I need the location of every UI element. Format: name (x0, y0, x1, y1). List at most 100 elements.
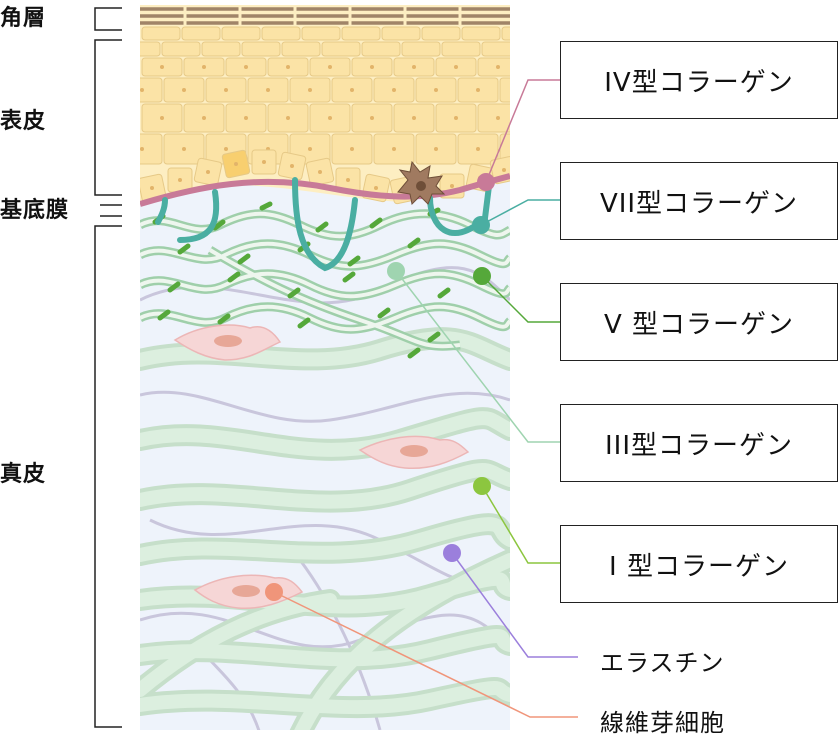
epidermis-label: 表皮 (0, 109, 47, 134)
collagen-v-marker (473, 267, 491, 285)
collagen-vii-callout: VII型コラーゲン (560, 162, 838, 240)
cell-nucleus (150, 186, 154, 190)
epidermal-cells (140, 26, 522, 205)
epidermal-cell (341, 26, 381, 41)
collagen-i-callout: I 型コラーゲン (560, 525, 838, 603)
cell-nucleus (140, 147, 144, 151)
stratum-corneum (140, 7, 510, 25)
epidermal-cell (401, 41, 441, 57)
basement-membrane-bracket (100, 204, 122, 217)
collagen-i-marker (473, 477, 491, 495)
epidermal-cell (140, 77, 163, 103)
epidermal-cell (140, 133, 163, 165)
fibroblast-label: 線維芽細胞 (600, 709, 725, 737)
epidermal-cell (381, 26, 421, 41)
fibroblast-marker (265, 583, 283, 601)
collagen-v-callout: V 型コラーゲン (560, 283, 838, 361)
cell-nucleus (202, 116, 206, 120)
collagen-iii-leader (395, 270, 560, 443)
cell-nucleus (454, 116, 458, 120)
cell-nucleus (224, 147, 228, 151)
cell-nucleus (374, 186, 378, 190)
stratum-corneum-label: 角層 (0, 6, 47, 31)
cell-nucleus (392, 88, 396, 92)
epidermal-cell (441, 41, 481, 57)
epidermal-cell (461, 26, 501, 41)
cell-nucleus (518, 88, 522, 92)
epidermal-cell (241, 41, 281, 57)
cell-nucleus (412, 116, 416, 120)
elastin-label: エラスチン (600, 649, 725, 677)
cell-nucleus (160, 116, 164, 120)
epidermis-bracket (94, 39, 122, 196)
cell-nucleus (266, 88, 270, 92)
cell-nucleus (308, 147, 312, 151)
collagen-iv-callout: IV型コラーゲン (560, 41, 838, 119)
epidermal-cell (301, 26, 341, 41)
stratum-corneum-gaps (183, 6, 462, 26)
cell-nucleus (234, 162, 238, 166)
epidermal-cell (477, 57, 510, 77)
cell-nucleus (286, 65, 290, 69)
marker-dots (265, 173, 495, 601)
epidermal-cell (281, 41, 321, 57)
cell-nucleus (182, 88, 186, 92)
cell-nucleus (454, 65, 458, 69)
epidermal-cell (201, 41, 241, 57)
cell-nucleus (350, 147, 354, 151)
cell-nucleus (412, 65, 416, 69)
fibroblast-cells (173, 324, 470, 610)
cell-nucleus (496, 116, 500, 120)
collagen-vii-leader (480, 199, 560, 226)
dermis-bracket (94, 225, 122, 728)
cell-nucleus (350, 88, 354, 92)
leader-lines (273, 79, 578, 718)
cell-nucleus (308, 88, 312, 92)
epidermal-cell (261, 26, 301, 41)
cell-nucleus (502, 168, 506, 172)
collagen-iv-marker (477, 173, 495, 191)
collagen-iii-callout: III型コラーゲン (560, 404, 838, 482)
elastin-leader (451, 552, 578, 658)
basement-membrane-label: 基底膜 (0, 198, 70, 223)
cell-nucleus (328, 65, 332, 69)
collagen-v-leader (481, 275, 560, 323)
cell-nucleus (178, 178, 182, 182)
epidermal-cell (140, 41, 161, 57)
cell-nucleus (286, 116, 290, 120)
cell-nucleus (224, 88, 228, 92)
melanocyte-cell (397, 160, 446, 206)
cell-nucleus (496, 65, 500, 69)
cell-nucleus (244, 116, 248, 120)
cell-nucleus (434, 88, 438, 92)
epidermal-cell (501, 26, 510, 41)
collagen-iv-leader (485, 79, 560, 183)
epidermal-cell (477, 103, 510, 133)
cell-nucleus (328, 116, 332, 120)
cell-nucleus (290, 164, 294, 168)
basement-membrane (140, 173, 510, 207)
epidermal-cell (161, 41, 201, 57)
collagen-i-leader (481, 485, 560, 564)
cell-nucleus (206, 170, 210, 174)
epidermal-cell (361, 41, 401, 57)
cell-nucleus (262, 160, 266, 164)
collagen-iii-fibers (140, 209, 510, 351)
dermis-label: 真皮 (0, 462, 47, 487)
cell-nucleus (202, 65, 206, 69)
cell-nucleus (392, 147, 396, 151)
cell-nucleus (450, 184, 454, 188)
cell-nucleus (518, 147, 522, 151)
epidermal-cell (181, 26, 221, 41)
cell-nucleus (244, 65, 248, 69)
cell-nucleus (370, 116, 374, 120)
cell-nucleus (140, 88, 144, 92)
layer-brackets (94, 7, 122, 728)
fibroblast-leader (273, 591, 578, 718)
cell-nucleus (318, 170, 322, 174)
cell-nucleus (476, 147, 480, 151)
epidermal-cell (421, 26, 461, 41)
cell-nucleus (346, 178, 350, 182)
